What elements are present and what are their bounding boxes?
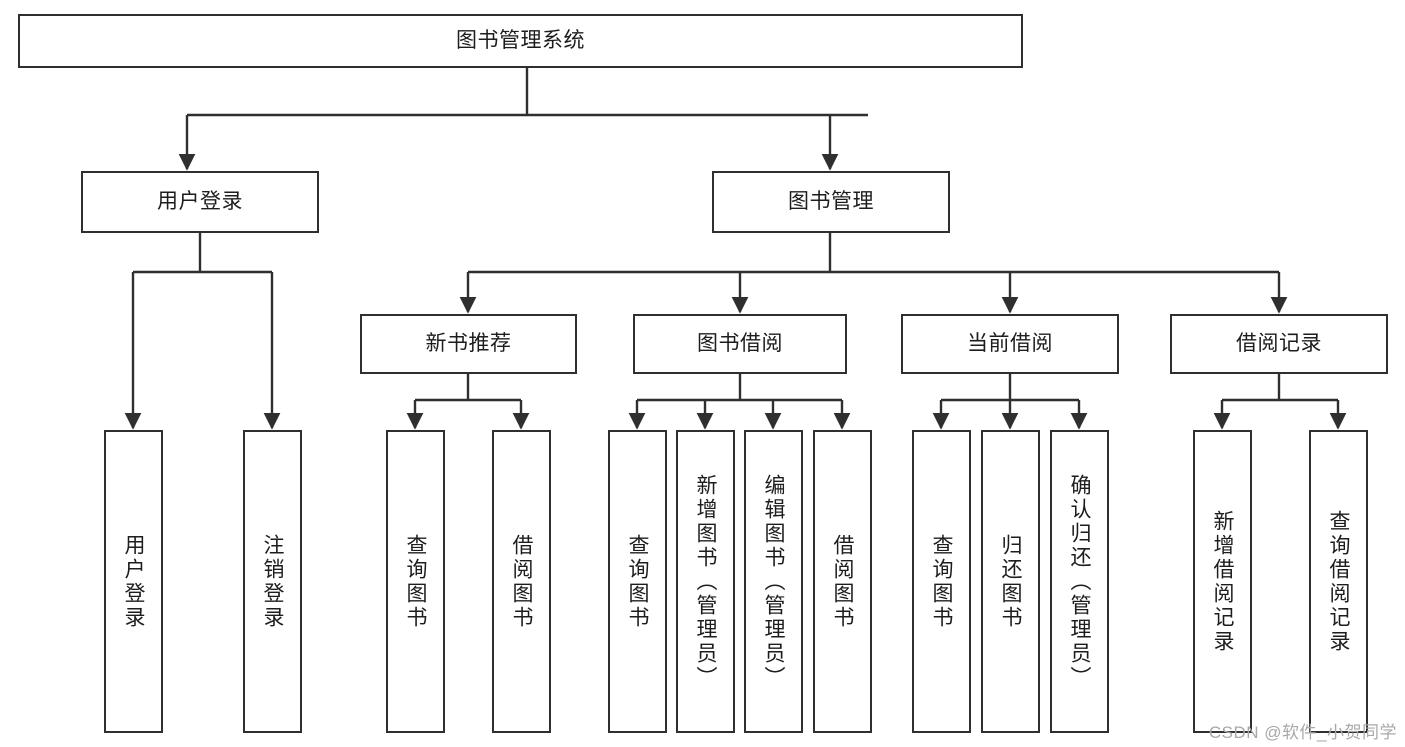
node-root-book-management-system[interactable]: 图书管理系统 [18,14,1023,68]
node-leaf-query-book-newbook[interactable]: 查询图书 [386,430,445,733]
node-book-borrowing[interactable]: 图书借阅 [633,314,847,374]
node-label: 用户登录 [122,533,145,630]
node-book-management[interactable]: 图书管理 [712,171,950,233]
node-label: 查询借阅记录 [1327,509,1350,654]
node-label: 借阅记录 [1236,332,1322,356]
node-label: 编辑图书（管理员） [762,473,785,690]
node-label: 查询图书 [626,533,649,630]
node-leaf-user-login[interactable]: 用户登录 [104,430,163,733]
node-new-book-recommendation[interactable]: 新书推荐 [360,314,577,374]
node-label: 新增图书（管理员） [694,473,717,690]
node-current-borrowing[interactable]: 当前借阅 [901,314,1119,374]
node-leaf-lend-book[interactable]: 借阅图书 [813,430,872,733]
node-label: 注销登录 [261,533,284,630]
node-leaf-confirm-return-admin[interactable]: 确认归还（管理员） [1050,430,1109,733]
node-label: 图书管理系统 [456,29,585,53]
csdn-watermark: CSDN @软件_小贺同学 [1208,723,1397,742]
node-leaf-edit-book-admin[interactable]: 编辑图书（管理员） [744,430,803,733]
node-label: 确认归还（管理员） [1068,473,1091,690]
node-label: 查询图书 [930,533,953,630]
node-label: 借阅图书 [510,533,533,630]
node-user-login[interactable]: 用户登录 [81,171,319,233]
node-label: 新书推荐 [425,332,512,356]
node-leaf-add-book-admin[interactable]: 新增图书（管理员） [676,430,735,733]
node-label: 用户登录 [157,190,243,214]
node-label: 当前借阅 [967,332,1053,356]
node-leaf-logout[interactable]: 注销登录 [243,430,302,733]
node-leaf-query-book-borrow[interactable]: 查询图书 [608,430,667,733]
node-label: 查询图书 [404,533,427,630]
node-label: 图书借阅 [697,332,783,356]
node-leaf-query-borrow-record[interactable]: 查询借阅记录 [1309,430,1368,733]
node-leaf-return-book[interactable]: 归还图书 [981,430,1040,733]
node-label: 新增借阅记录 [1211,509,1234,654]
node-leaf-query-book-current[interactable]: 查询图书 [912,430,971,733]
node-leaf-add-borrow-record[interactable]: 新增借阅记录 [1193,430,1252,733]
node-label: 借阅图书 [831,533,854,630]
node-label: 归还图书 [999,533,1022,630]
node-borrow-records[interactable]: 借阅记录 [1170,314,1388,374]
node-label: 图书管理 [788,190,874,214]
node-leaf-borrow-book-newbook[interactable]: 借阅图书 [492,430,551,733]
